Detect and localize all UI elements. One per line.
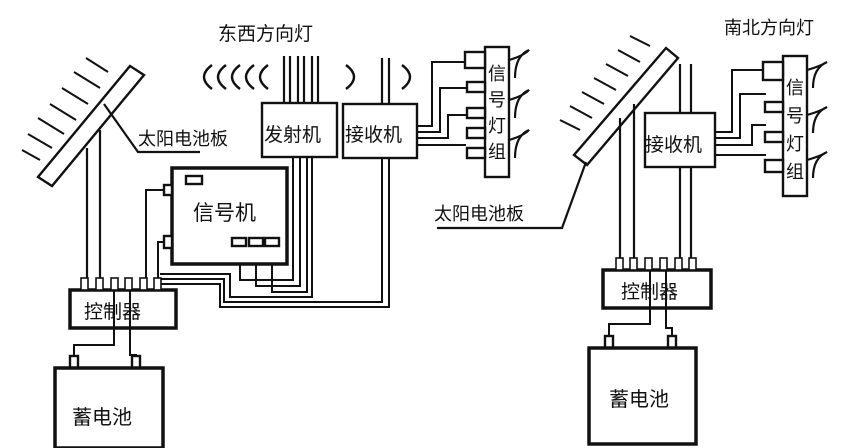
signal-visors-left: [508, 48, 530, 159]
signal-controller-box: 信号机: [162, 166, 289, 266]
ew-lights-title: 东西方向灯: [218, 23, 313, 45]
solar-panel-left: [36, 64, 146, 188]
receiver-to-signal-wires-right: [715, 69, 766, 156]
ns-lights-title: 南北方向灯: [724, 18, 814, 39]
controller-box-right: 控制器: [601, 257, 713, 310]
receiver-to-signal-wires-left: [417, 61, 468, 146]
signal-group-char-2-left: 号: [488, 90, 506, 111]
battery-label-left: 蓄电池: [72, 405, 132, 429]
transmitter-label: 发射机: [264, 124, 321, 146]
battery-box-left: 蓄电池: [53, 354, 165, 448]
radio-waves-transmit: [202, 64, 269, 90]
sun-rays-right: [559, 35, 651, 131]
receiver-box-right: 接收机: [643, 111, 717, 169]
panel-pole-right: [618, 104, 636, 258]
transmitter-box: 发射机: [260, 101, 339, 159]
controller-label-left: 控制器: [84, 301, 141, 323]
receiver-label-right: 接收机: [645, 134, 702, 156]
battery-wires-right: [608, 270, 673, 338]
signal-controller-label: 信号机: [193, 201, 256, 225]
receiver-antenna-left: [380, 58, 391, 104]
solar-panel-label-right: 太阳电池板: [434, 204, 524, 225]
transmitter-antennas: [282, 56, 320, 104]
signal-group-char-4-left: 组: [488, 142, 506, 163]
solar-panel-label-left: 太阳电池板: [138, 129, 228, 150]
signal-group-char-3-right: 灯: [786, 134, 804, 155]
signal-visors-right: [806, 60, 828, 179]
controller-terminals-left: [80, 277, 162, 291]
signal-group-char-1-right: 信: [786, 78, 804, 99]
solar-panel-leader-left: [103, 103, 200, 154]
signal-group-char-4-right: 组: [786, 162, 804, 183]
receiver-box-left: 接收机: [341, 102, 419, 160]
solar-panel-right: [572, 46, 680, 167]
signal-group-left: 信 号 灯 组: [463, 45, 530, 179]
signal-group-char-2-right: 号: [786, 106, 804, 127]
receiver-wires-left: [154, 157, 390, 308]
signal-controller-wires: [145, 189, 164, 278]
radio-waves-receive: [345, 64, 412, 90]
controller-terminals-right: [615, 257, 697, 271]
panel-pole-left: [85, 130, 102, 278]
battery-box-right: 蓄电池: [587, 334, 698, 446]
controller-box-left: 控制器: [68, 277, 178, 330]
sun-rays-left: [21, 57, 109, 161]
receiver-label-left: 接收机: [345, 124, 402, 146]
signal-group-right: 信 号 灯 组: [761, 54, 828, 198]
receiver-antenna-right: [678, 64, 693, 258]
battery-label-right: 蓄电池: [609, 387, 669, 411]
signal-group-char-3-left: 灯: [488, 116, 506, 137]
solar-panel-leader-right: [437, 161, 588, 230]
transmitter-wires: [160, 157, 313, 298]
signal-group-char-1-left: 信: [488, 64, 506, 85]
